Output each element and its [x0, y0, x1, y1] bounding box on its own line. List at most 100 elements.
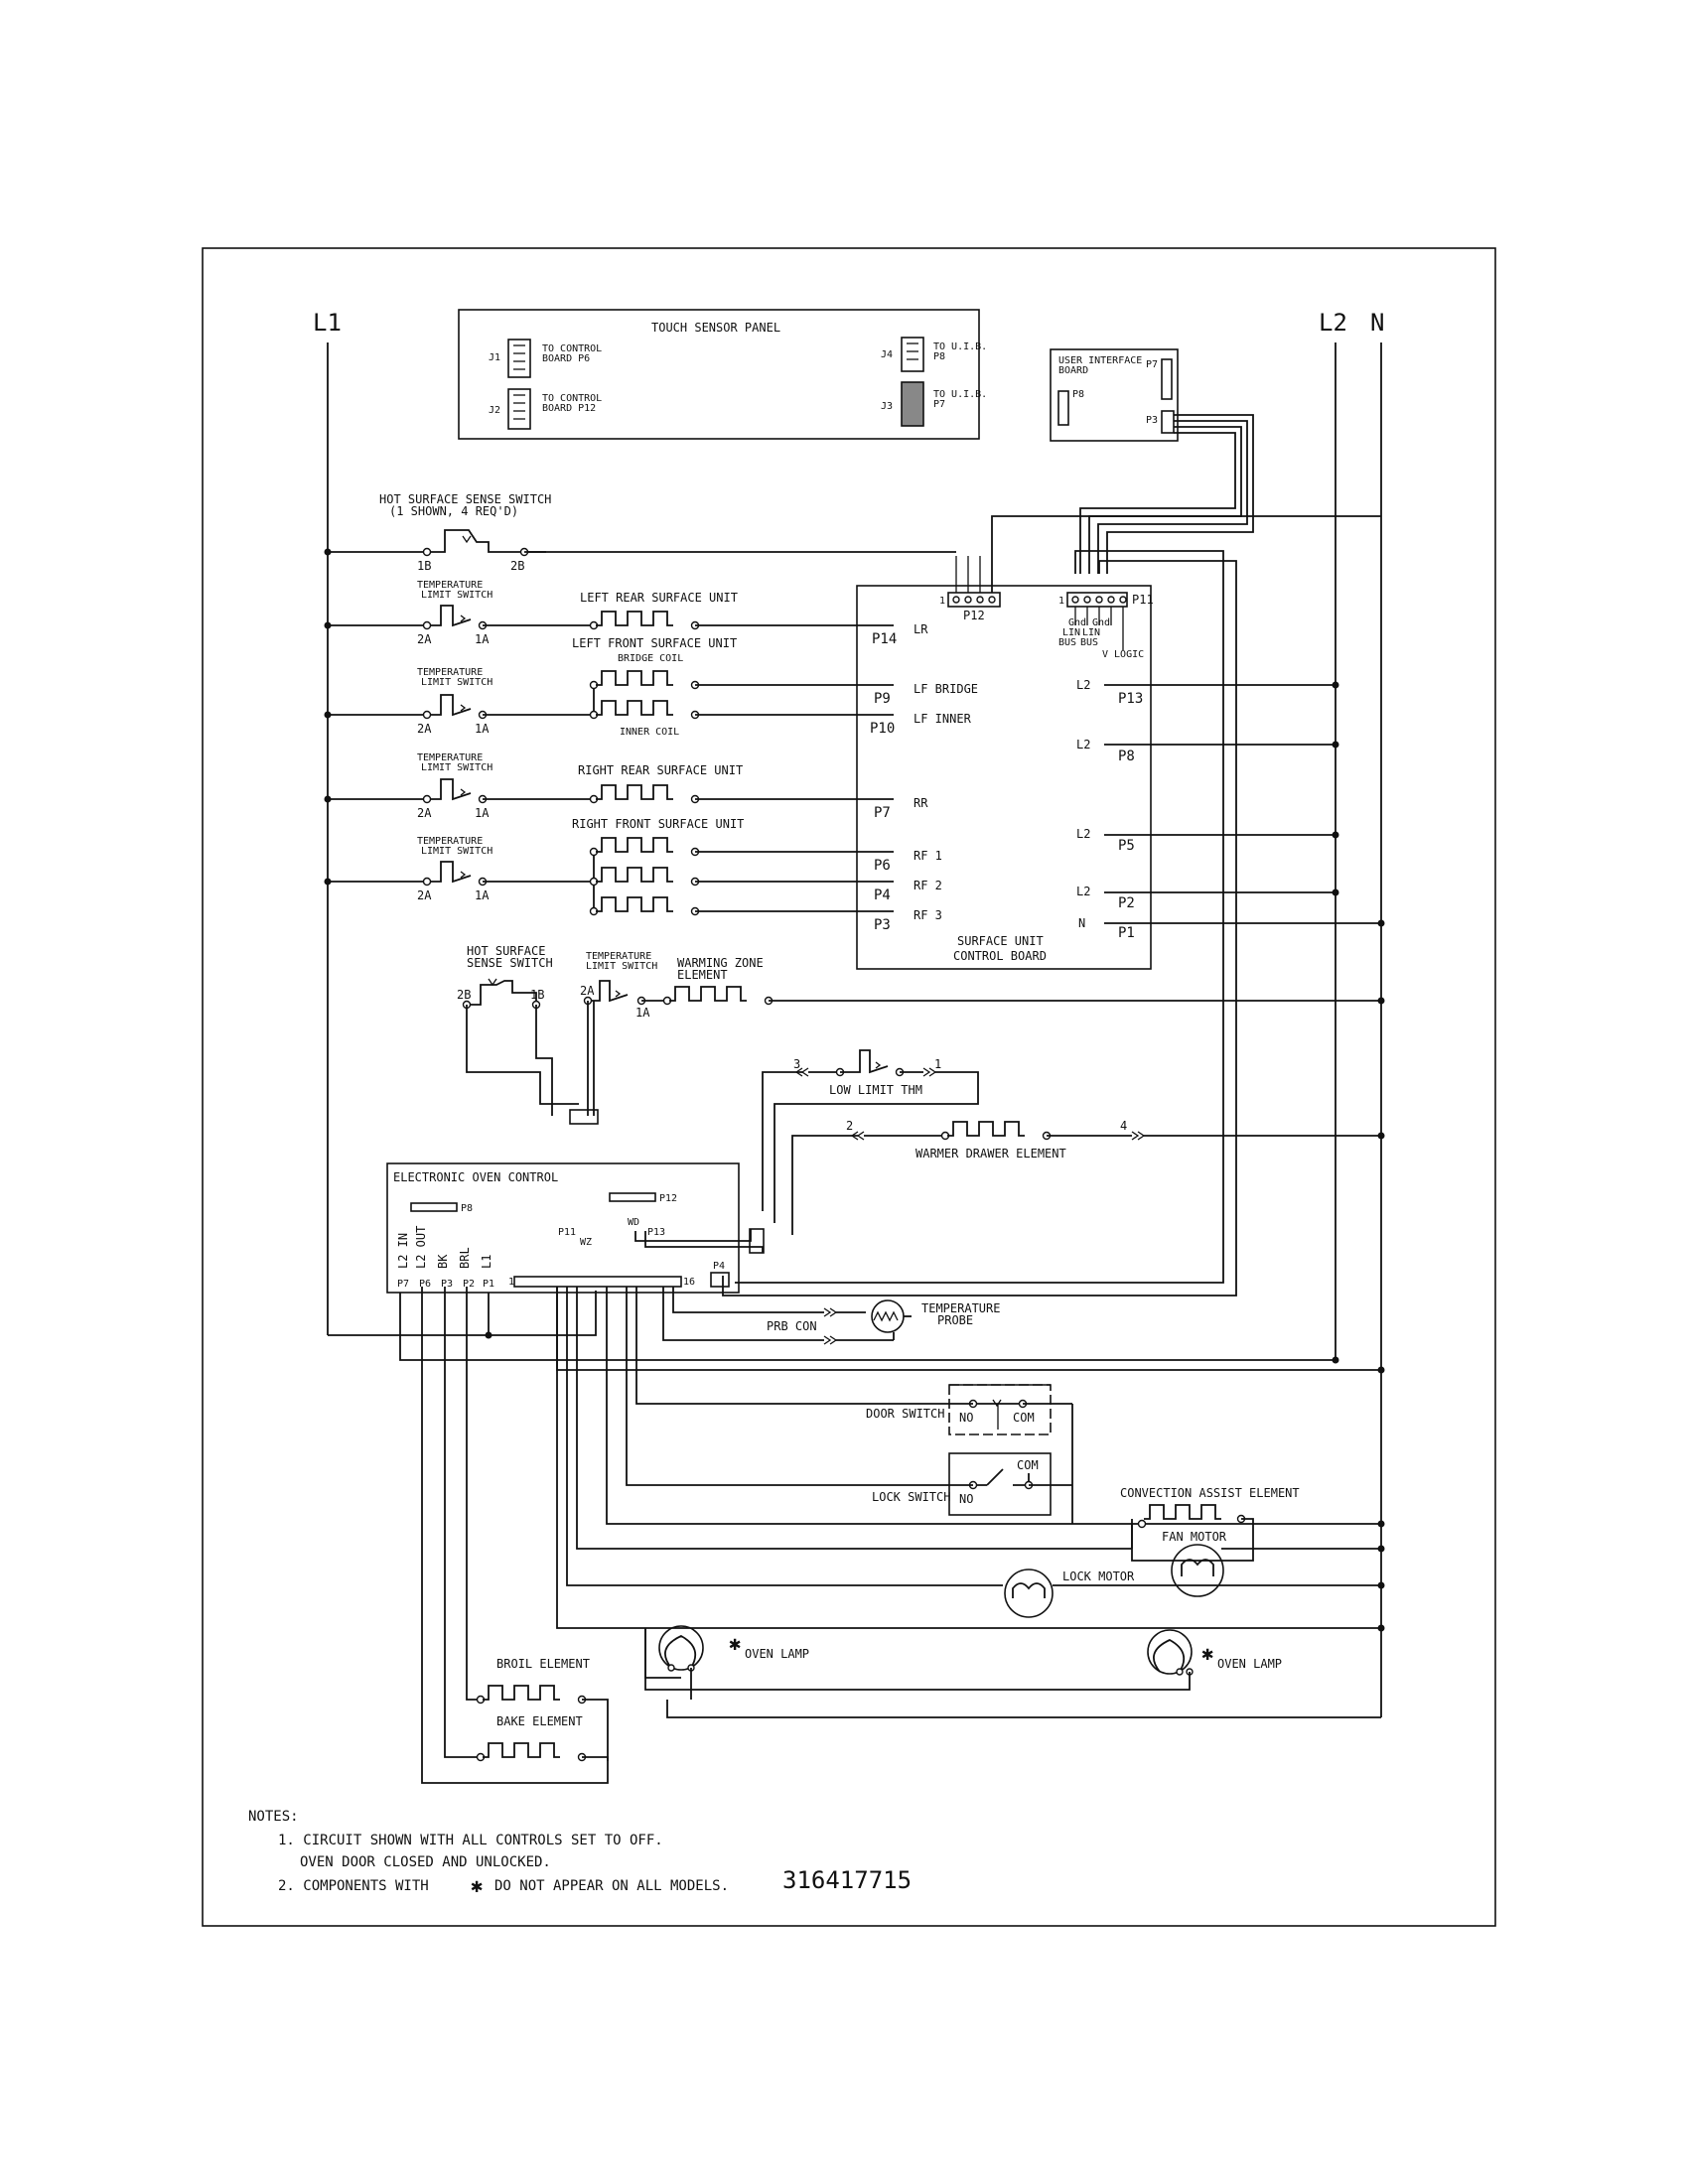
p11-eoc-wire-2	[735, 550, 1224, 1284]
lock-switch-no: NO	[959, 1492, 973, 1506]
eoc-pin16: 16	[683, 1277, 695, 1288]
lamp-wire-top	[556, 1287, 1381, 1629]
bake-label: BAKE ELEMENT	[496, 1714, 583, 1728]
hss-title-2: (1 SHOWN, 4 REQ'D)	[389, 504, 518, 518]
rf-term-2a: 2A	[417, 888, 432, 902]
scb-left-sig-5: RF 1	[914, 849, 942, 863]
lr-tls-1: TEMPERATURE	[417, 580, 483, 591]
lock-switch-com: COM	[1017, 1458, 1039, 1472]
eoc-bottom-label-5: L1	[480, 1255, 493, 1269]
scb-left-pin-5: P6	[874, 858, 891, 874]
scb-left-sig-2: LF BRIDGE	[914, 682, 978, 696]
lr-unit-label: LEFT REAR SURFACE UNIT	[580, 591, 738, 605]
j1-note-2: BOARD P6	[542, 353, 590, 364]
wz-t2a: 2A	[580, 984, 595, 998]
rf-tls-2: LIMIT SWITCH	[421, 846, 492, 857]
scb-title-2: CONTROL BOARD	[953, 949, 1047, 963]
warming-zone-row: HOT SURFACE SENSE SWITCH 2B 1B TEMPERATU…	[457, 944, 1381, 1116]
scb-left-sig-7: RF 3	[914, 908, 942, 922]
left-front-row: LEFT FRONT SURFACE UNIT BRIDGE COIL TEMP…	[328, 636, 894, 738]
notes-block: NOTES: 1. CIRCUIT SHOWN WITH ALL CONTROL…	[248, 1809, 912, 1897]
scb-left-pin-4: P7	[874, 805, 891, 821]
scb-right-pin-3: P5	[1118, 838, 1135, 854]
note-2b: DO NOT APPEAR ON ALL MODELS.	[494, 1878, 729, 1894]
scb-lin-1: LIN	[1062, 627, 1080, 638]
scb-p11-label: P11	[1132, 593, 1154, 607]
scb-vlogic: V LOGIC	[1102, 649, 1144, 660]
eoc-wz: WZ	[580, 1237, 592, 1248]
eoc-p4: P4	[713, 1261, 725, 1272]
l1-rail-label: L1	[313, 309, 342, 337]
door-switch: NO COM DOOR SWITCH	[635, 1287, 1073, 1524]
eoc-p11: P11	[558, 1227, 576, 1238]
wz-t2b: 2B	[457, 988, 471, 1002]
uib-p3-wire-2	[1097, 420, 1248, 574]
wz-tls-2: LIMIT SWITCH	[586, 961, 657, 972]
uib-p8-label: P8	[1072, 389, 1084, 400]
eoc-wire-conv	[606, 1287, 1381, 1525]
eoc-bottom-pin-2: P6	[419, 1279, 431, 1290]
oven-lamp-asterisk-1: ✱	[729, 1631, 741, 1655]
lf-tls-1: TEMPERATURE	[417, 667, 483, 678]
eoc-wire-lockmotor	[566, 1287, 1003, 1586]
j2-note-1: TO CONTROL	[542, 393, 602, 404]
scb-lin-2: LIN	[1082, 627, 1100, 638]
convection-label: CONVECTION ASSIST ELEMENT	[1120, 1486, 1300, 1500]
scb-right-pin-1: P13	[1118, 691, 1143, 707]
lock-switch: COM NO LOCK SWITCH	[626, 1287, 1072, 1516]
wz-element-1: WARMING ZONE	[677, 956, 764, 970]
temperature-probe: PRB CON TEMPERATURE PROBE	[662, 1287, 1000, 1345]
rf-tls-1: TEMPERATURE	[417, 836, 483, 847]
eoc-p8: P8	[461, 1203, 473, 1214]
wz-connector	[569, 1109, 599, 1125]
scb-right-sig-4: L2	[1076, 885, 1090, 898]
j2-note-2: BOARD P12	[542, 403, 596, 414]
scb-left-pin-1: P14	[872, 631, 897, 647]
scb-left-sig-3: LF INNER	[914, 712, 972, 726]
wz-element-2: ELEMENT	[677, 968, 728, 982]
p12-hss-wire	[991, 515, 1381, 593]
lock-switch-label: LOCK SWITCH	[872, 1490, 950, 1504]
lr-term-2a: 2A	[417, 632, 432, 646]
scb-right-pin-4: P2	[1118, 895, 1135, 911]
j3-note-2: P7	[933, 399, 945, 410]
uib-title-1: USER INTERFACE	[1058, 355, 1142, 366]
eoc-wd: WD	[628, 1217, 639, 1228]
note-2a: 2. COMPONENTS WITH	[278, 1878, 429, 1894]
scb-left-pin-3: P10	[870, 721, 895, 737]
wz-tls-1: TEMPERATURE	[586, 951, 651, 962]
scb-bus-1: BUS	[1058, 637, 1076, 648]
door-switch-label: DOOR SWITCH	[866, 1407, 944, 1421]
left-rear-row: TEMPERATURE LIMIT SWITCH 2A 1A LEFT REAR…	[328, 580, 894, 646]
drawing-border	[202, 247, 1496, 1927]
scb-left-sig-6: RF 2	[914, 879, 942, 892]
lf-unit-label: LEFT FRONT SURFACE UNIT	[572, 636, 737, 650]
uib-p3-wire-4	[1079, 432, 1236, 574]
eoc-bottom-pin-4: P2	[463, 1279, 475, 1290]
p11-eoc-wire-1	[722, 560, 1237, 1297]
touch-sensor-panel: TOUCH SENSOR PANEL J1 TO CONTROL BOARD P…	[458, 309, 987, 440]
hss-term-1b: 1B	[417, 559, 431, 573]
scb-right-pin-5: P1	[1118, 925, 1135, 941]
wz-hss-1: HOT SURFACE	[467, 944, 545, 958]
eoc-bottom-label-2: L2 OUT	[414, 1226, 428, 1269]
hss-term-2b: 2B	[510, 559, 524, 573]
eoc-bottom-label-3: BK	[436, 1254, 450, 1269]
broil-bake-elements: BROIL ELEMENT BAKE ELEMENT	[421, 1287, 609, 1784]
j4-label: J4	[881, 349, 893, 360]
lf-inner-label: INNER COIL	[620, 727, 679, 738]
lf-term-2a: 2A	[417, 722, 432, 736]
wd-n4: 4	[1120, 1119, 1127, 1133]
scb-gnd-2: Gnd	[1092, 617, 1110, 628]
door-switch-no: NO	[959, 1411, 973, 1425]
door-switch-com: COM	[1013, 1411, 1035, 1425]
j1-label: J1	[489, 352, 500, 363]
uib-title-2: BOARD	[1058, 365, 1088, 376]
user-interface-board: USER INTERFACE BOARD P7 P8 P3	[1050, 348, 1179, 442]
scb-p12-label: P12	[963, 609, 985, 622]
lr-tls-2: LIMIT SWITCH	[421, 590, 492, 601]
eoc-bottom-pin-5: P1	[483, 1279, 494, 1290]
wd-n2: 2	[846, 1119, 853, 1133]
scb-left-pin-7: P3	[874, 917, 891, 933]
